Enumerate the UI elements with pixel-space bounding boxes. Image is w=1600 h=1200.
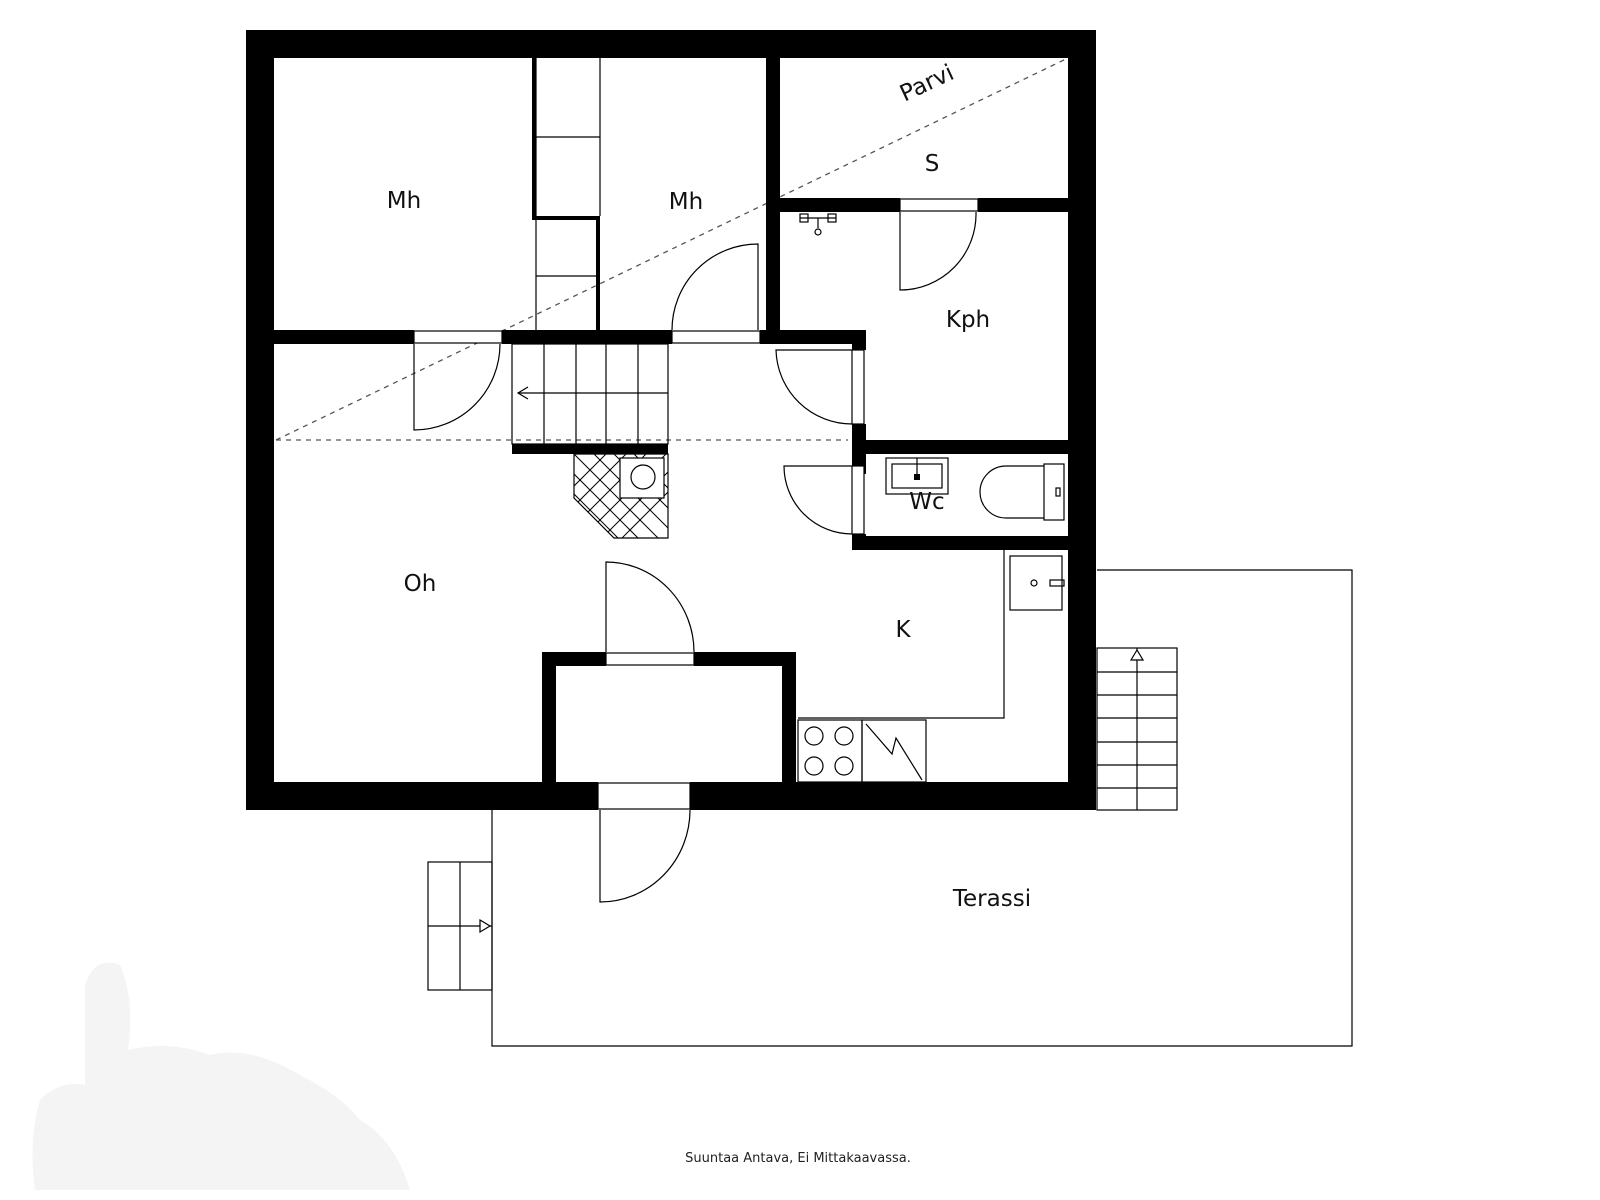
room-label-mh-right: Mh	[669, 189, 703, 215]
kitchen-counter	[798, 550, 1005, 719]
room-label-storage: S	[925, 151, 940, 177]
room-label-k: K	[895, 617, 911, 643]
door-kph[interactable]	[899, 198, 979, 291]
shower-icon	[799, 213, 837, 236]
door-closet[interactable]	[605, 561, 695, 666]
door-mh-left[interactable]	[413, 330, 503, 431]
fireplace	[573, 453, 669, 539]
door-entrance[interactable]	[597, 782, 691, 903]
room-label-terrace: Terassi	[952, 886, 1031, 912]
door-wc[interactable]	[783, 465, 865, 535]
watermark	[32, 962, 410, 1190]
room-label-mh-left: Mh	[387, 188, 421, 214]
walls	[246, 30, 1096, 810]
fridge-icon	[861, 719, 927, 783]
terrace-stairs-left	[427, 861, 493, 991]
slope-lines	[275, 57, 1069, 441]
wardrobe	[535, 58, 601, 330]
room-label-parvi: Parvi	[896, 60, 958, 107]
room-label-oh: Oh	[404, 571, 437, 597]
wc-sink-icon	[885, 457, 949, 495]
kitchen-sink-icon	[1009, 555, 1065, 611]
door-kph-hall[interactable]	[775, 349, 865, 425]
room-label-wc: Wc	[909, 489, 944, 515]
toilet-icon	[979, 463, 1065, 521]
terrace-stairs-right	[1096, 647, 1178, 811]
scale-note: Suuntaa Antava, Ei Mittakaavassa.	[685, 1151, 911, 1166]
stove-icon	[797, 719, 863, 783]
staircase	[511, 343, 669, 445]
door-mh-right[interactable]	[671, 243, 761, 344]
room-label-kph: Kph	[946, 307, 990, 333]
